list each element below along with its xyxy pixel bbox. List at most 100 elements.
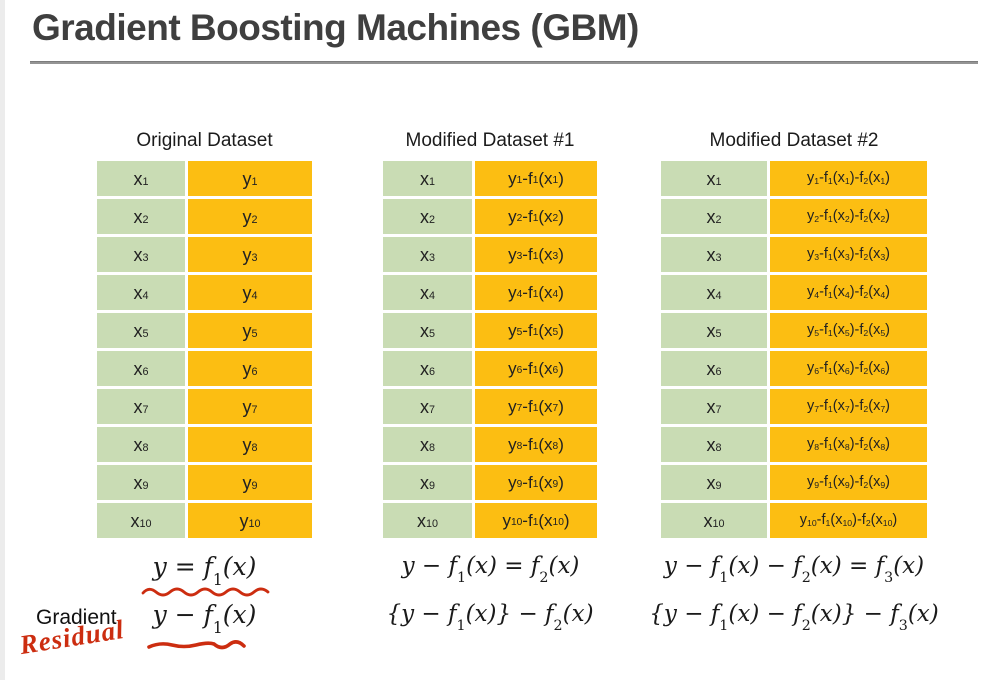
table-title: Original Dataset	[136, 130, 273, 151]
equation-fit-2: y − f1(x) = f2(x)	[401, 553, 580, 587]
page-title: Gradient Boosting Machines (GBM)	[32, 7, 639, 48]
equation-residual-3: {y − f1(x) − f2(x)} − f3(x)	[649, 601, 939, 635]
table-title: Modified Dataset #2	[709, 130, 879, 151]
equation-residual-2: {y − f1(x)} − f2(x)	[386, 601, 594, 635]
gradient-label: Gradient	[36, 606, 117, 629]
equation-fit-3: y − f1(x) − f2(x) = f3(x)	[663, 553, 925, 587]
slide-edge-strip	[0, 0, 5, 680]
red-squiggle-underline-icon	[147, 640, 246, 650]
equation-fit-1: y = f1(x)	[152, 552, 257, 589]
red-squiggle-underline-icon	[141, 587, 270, 597]
equation-residual-1: y − f1(x)	[152, 600, 257, 637]
